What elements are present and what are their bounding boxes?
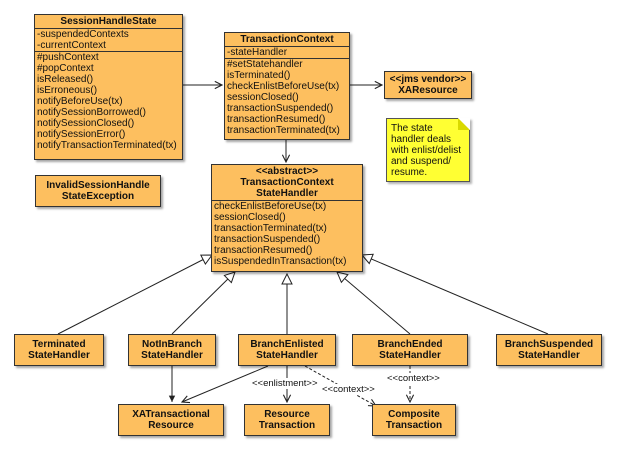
method-line: transactionTerminated(tx)	[227, 125, 340, 136]
state-handler-note: The state handler deals with enlist/deli…	[386, 118, 470, 182]
method-line: sessionClosed()	[227, 92, 299, 103]
enlistment-label: <<enlistment>>	[252, 378, 318, 389]
context-label-a: <<context>>	[322, 384, 375, 395]
exception-name-line1: InvalidSessionHandle	[46, 180, 150, 191]
attribute-line: -stateHandler	[227, 47, 288, 58]
method-line: isSuspendedInTransaction(tx)	[214, 256, 347, 267]
class-name-line1: Terminated	[32, 339, 86, 350]
class-name-line2: StateHandler	[518, 350, 580, 361]
method-line: transactionResumed()	[214, 245, 313, 256]
method-line: transactionSuspended()	[214, 234, 321, 245]
state-handler-stereotype: <<abstract>>	[255, 166, 319, 177]
class-name-line1: XATransactional	[132, 409, 210, 420]
class-name-line2: StateHandler	[28, 350, 90, 361]
class-name-line1: BranchSuspended	[504, 339, 594, 350]
state-handler-name-line2: StateHandler	[256, 188, 318, 199]
class-name-line1: Composite	[388, 409, 440, 420]
note-text: The state handler deals with enlist/deli…	[391, 123, 462, 178]
edge-branchenlisted-to-xatransactional	[182, 365, 269, 402]
class-name-line2: StateHandler	[141, 350, 203, 361]
class-name-line1: NotInBranch	[142, 339, 202, 350]
method-line: sessionClosed()	[214, 212, 286, 223]
method-line: notifySessionError()	[37, 129, 126, 140]
resource-transaction-class: Resource Transaction	[244, 404, 330, 436]
transaction-context-class: TransactionContext -stateHandler #setSta…	[224, 32, 350, 140]
method-line: notifyTransactionTerminated(tx)	[37, 140, 177, 151]
notinbranch-state-handler-class: NotInBranch StateHandler	[128, 334, 216, 366]
attribute-line: -suspendedContexts	[37, 29, 129, 40]
branchended-state-handler-class: BranchEnded StateHandler	[352, 334, 468, 366]
generalization-terminated	[57, 255, 212, 335]
xa-resource-class: <<jms vendor>> XAResource	[384, 71, 472, 99]
method-line: #setStatehandler	[227, 59, 303, 70]
method-line: isReleased()	[37, 74, 94, 85]
branchenlisted-state-handler-class: BranchEnlisted StateHandler	[238, 334, 336, 366]
class-name-line2: Transaction	[258, 420, 316, 431]
method-line: checkEnlistBeforeUse(tx)	[214, 201, 327, 212]
xa-resource-stereotype: <<jms vendor>>	[389, 74, 467, 85]
session-handle-state-methods: #pushContext #popContext isReleased() is…	[35, 51, 182, 151]
method-line: checkEnlistBeforeUse(tx)	[227, 81, 340, 92]
transaction-context-attributes: -stateHandler	[225, 46, 349, 58]
method-line: notifySessionClosed()	[37, 118, 135, 129]
state-handler-name-line1: TransactionContext	[240, 177, 334, 188]
session-handle-state-name: SessionHandleState	[60, 16, 157, 27]
method-line: transactionResumed()	[227, 114, 326, 125]
exception-name-line2: StateException	[61, 191, 135, 202]
method-line: transactionTerminated(tx)	[214, 223, 327, 234]
transaction-context-name: TransactionContext	[240, 34, 334, 45]
xa-resource-name: XAResource	[398, 85, 458, 96]
method-line: notifyBeforeUse(tx)	[37, 96, 123, 107]
class-name-line1: BranchEnlisted	[250, 339, 324, 350]
terminated-state-handler-class: Terminated StateHandler	[14, 334, 104, 366]
method-line: #pushContext	[37, 52, 99, 63]
context-label-b: <<context>>	[387, 373, 440, 384]
generalization-branchsuspended	[362, 255, 549, 335]
method-line: isTerminated()	[227, 70, 291, 81]
invalid-session-handle-state-exception-class: InvalidSessionHandle StateException	[35, 175, 161, 207]
class-name-line1: BranchEnded	[377, 339, 443, 350]
method-line: transactionSuspended()	[227, 103, 334, 114]
branchsuspended-state-handler-class: BranchSuspended StateHandler	[496, 334, 602, 366]
class-name-line1: Resource	[264, 409, 310, 420]
method-line: notifySessionBorrowed()	[37, 107, 146, 118]
class-name-line2: StateHandler	[379, 350, 441, 361]
attribute-line: -currentContext	[37, 40, 106, 51]
generalization-branchended	[337, 272, 411, 335]
state-handler-header: <<abstract>> TransactionContext StateHan…	[212, 165, 362, 200]
method-line: #popContext	[37, 63, 94, 74]
transaction-context-state-handler-class: <<abstract>> TransactionContext StateHan…	[211, 164, 363, 272]
session-handle-state-attributes: -suspendedContexts -currentContext	[35, 28, 182, 51]
method-line: isErroneous()	[37, 85, 98, 96]
generalization-notinbranch	[171, 272, 235, 335]
composite-transaction-class: Composite Transaction	[372, 404, 456, 436]
note-fold-corner	[458, 118, 470, 130]
class-name-line2: Resource	[148, 420, 194, 431]
transaction-context-methods: #setStatehandler isTerminated() checkEnl…	[225, 58, 349, 136]
class-name-line2: StateHandler	[256, 350, 318, 361]
xatransactional-resource-class: XATransactional Resource	[118, 404, 224, 436]
session-handle-state-class: SessionHandleState -suspendedContexts -c…	[34, 14, 183, 160]
state-handler-methods: checkEnlistBeforeUse(tx) sessionClosed()…	[212, 200, 362, 267]
class-name-line2: Transaction	[385, 420, 443, 431]
